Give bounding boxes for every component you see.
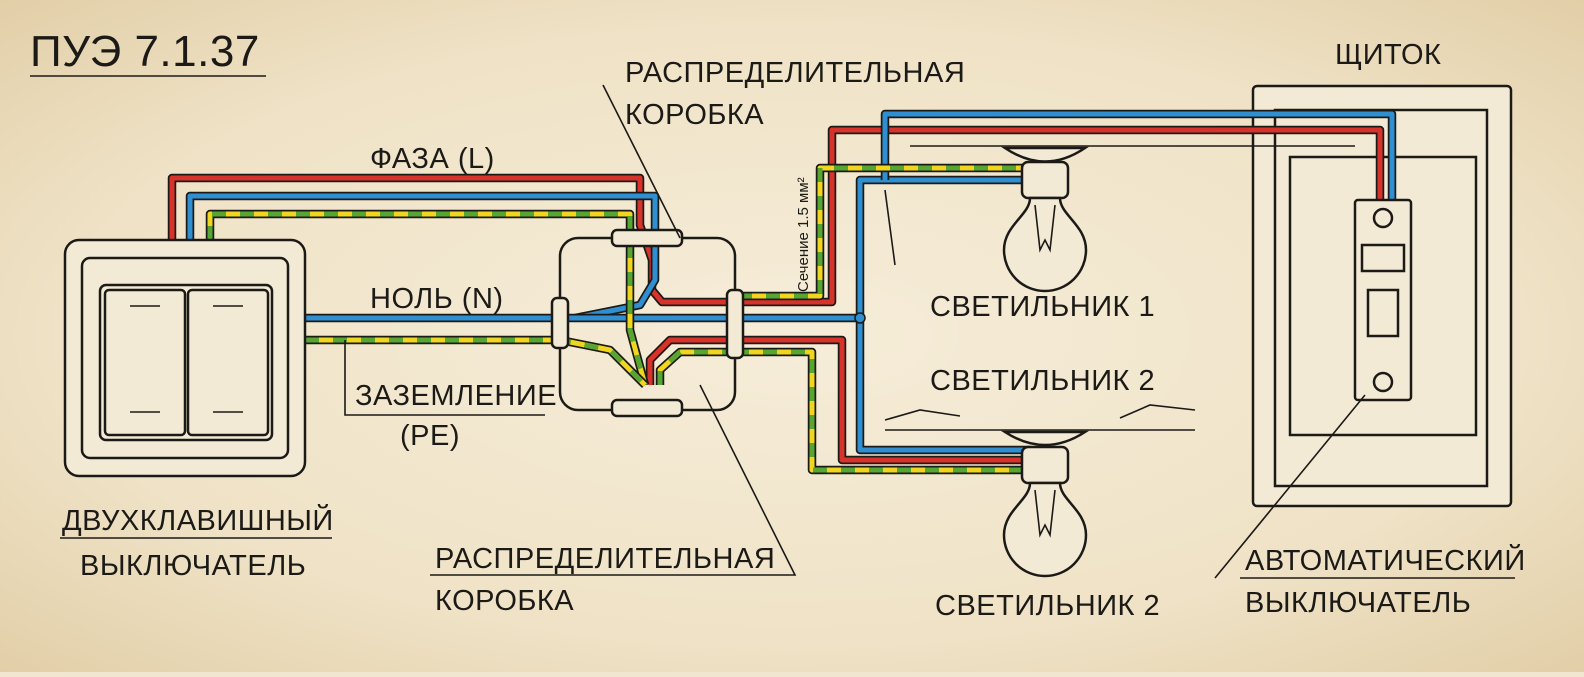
label-switch-1: ДВУХКЛАВИШНЫЙ [62, 503, 334, 537]
leader-box-bottom [430, 384, 797, 576]
junction-box [550, 228, 745, 418]
label-lamp1: СВЕТИЛЬНИК 1 [930, 291, 1155, 323]
neutral-wire-lamp2 [857, 318, 1030, 453]
label-box-bottom-1: РАСПРЕДЕЛИТЕЛЬНАЯ [435, 543, 775, 575]
leader-lamp1 [884, 189, 896, 266]
label-box-top-1: РАСПРЕДЕЛИТЕЛЬНАЯ [625, 57, 965, 89]
label-ground-pe: (PE) [400, 420, 460, 452]
lamp-2 [1000, 430, 1090, 578]
pe-wire-stripe [657, 165, 1030, 385]
leader-box-top [602, 84, 681, 239]
phase-wire-panel [735, 127, 1383, 305]
label-ground: ЗАЗЕМЛЕНИЕ [355, 380, 557, 412]
circuit-breaker [1353, 198, 1413, 402]
pe-wire-stripe [735, 349, 1030, 473]
label-phase: ФАЗА (L) [370, 143, 495, 175]
switch-key-right[interactable] [186, 288, 270, 437]
neutral-wire-panel [882, 111, 1395, 205]
neutral-junction-dot [854, 312, 866, 324]
diagram-title: ПУЭ 7.1.37 [30, 27, 260, 76]
label-panel: ЩИТОК [1335, 39, 1441, 71]
lamp-1 [1000, 146, 1090, 293]
label-cross-section: Сечение 1.5 мм² [795, 177, 812, 292]
label-box-top-2: КОРОБКА [625, 99, 764, 131]
breaker-lever[interactable] [1366, 288, 1400, 338]
label-lamp2-upper: СВЕТИЛЬНИК 2 [930, 365, 1155, 397]
label-box-bottom-2: КОРОБКА [435, 585, 574, 617]
ceiling-cracks [884, 404, 1196, 421]
label-switch-2: ВЫКЛЮЧАТЕЛЬ [80, 550, 306, 582]
label-lamp2-lower: СВЕТИЛЬНИК 2 [935, 590, 1160, 622]
pe-wire-stripe [305, 337, 647, 387]
leader-ground [344, 340, 545, 416]
two-gang-switch [63, 238, 307, 478]
label-breaker-2: ВЫКЛЮЧАТЕЛЬ [1245, 587, 1471, 619]
switch-key-left[interactable] [103, 288, 187, 437]
pe-wire-switch-top [207, 211, 648, 386]
wires [167, 109, 1397, 475]
label-breaker-1: АВТОМАТИЧЕСКИЙ [1245, 543, 1526, 577]
leader-breaker [1214, 394, 1515, 579]
label-neutral: НОЛЬ (N) [370, 283, 504, 315]
